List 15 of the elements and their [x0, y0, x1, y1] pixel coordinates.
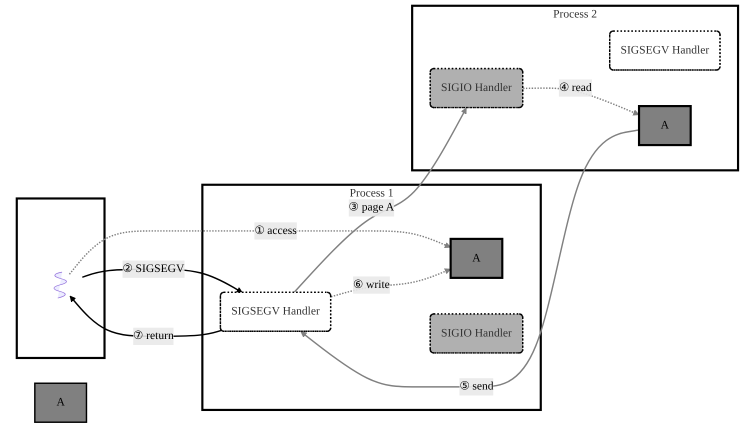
node-box: A — [34, 382, 87, 423]
edge-label: ③ page A — [348, 201, 394, 214]
node-box: A — [449, 238, 503, 279]
arrow — [292, 108, 466, 294]
edge-label: ⑦ return — [132, 330, 174, 342]
edge-label: ④ read — [558, 82, 592, 94]
edge-label: ⑤ send — [458, 380, 494, 393]
edge-label: ① access — [254, 224, 296, 237]
node-box: A — [638, 105, 692, 146]
arrow — [300, 129, 639, 388]
arrow — [68, 230, 450, 275]
cluster — [15, 197, 106, 360]
arrow — [330, 268, 450, 298]
edge-label: ② SIGSEGV — [122, 262, 184, 275]
edge-label: ⑥ write — [352, 278, 390, 291]
